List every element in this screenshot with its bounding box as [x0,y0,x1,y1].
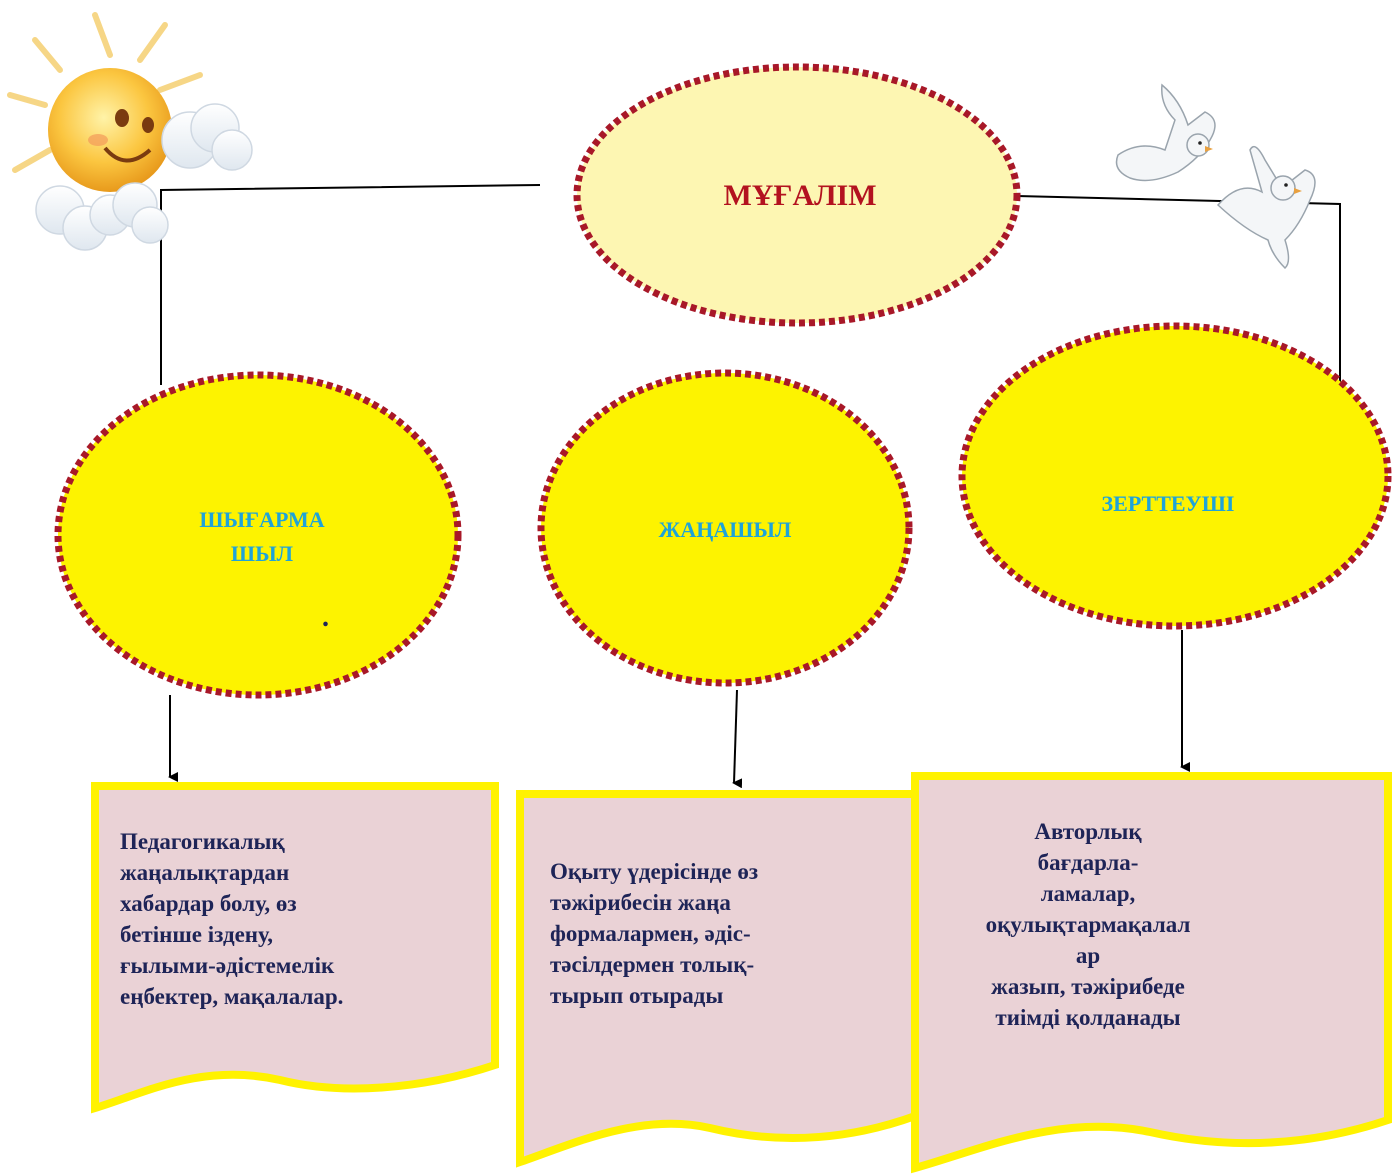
role-3-line-1: ЗЕРТТЕУШІ [1102,491,1235,516]
description-box-1 [91,782,499,1114]
role-1-dot: . [322,602,329,633]
description-boxes [91,772,1392,1174]
description-box-3 [911,772,1392,1174]
sun-with-clouds-icon [7,12,253,251]
description-box-2 [516,790,922,1168]
role-ellipse-3 [958,322,1392,630]
role-ellipse-1 [54,371,462,699]
connector-lines [160,184,1341,789]
title-ellipse [573,63,1021,327]
connector-right [1016,195,1341,385]
doves-icon [1115,83,1316,270]
role-1-line-2: ШЫЛ [231,541,294,566]
description-text-3: Авторлық бағдарла- ламалар, оқулықтармақ… [985,819,1191,1030]
connector-left [160,184,541,385]
description-text-1: Педагогикалық жаңалықтардан хабардар бол… [120,829,344,1009]
title-text: МҰҒАЛІМ [723,179,876,212]
role-1-line-1: ШЫҒАРМА [199,507,324,532]
description-text-2: Оқыту үдерісінде өз тәжірибесін жаңа фор… [550,859,759,1008]
role-2-line-1: ЖАҢАШЫЛ [659,517,792,542]
role-ellipse-2 [537,369,913,687]
arrow-2 [732,689,743,789]
